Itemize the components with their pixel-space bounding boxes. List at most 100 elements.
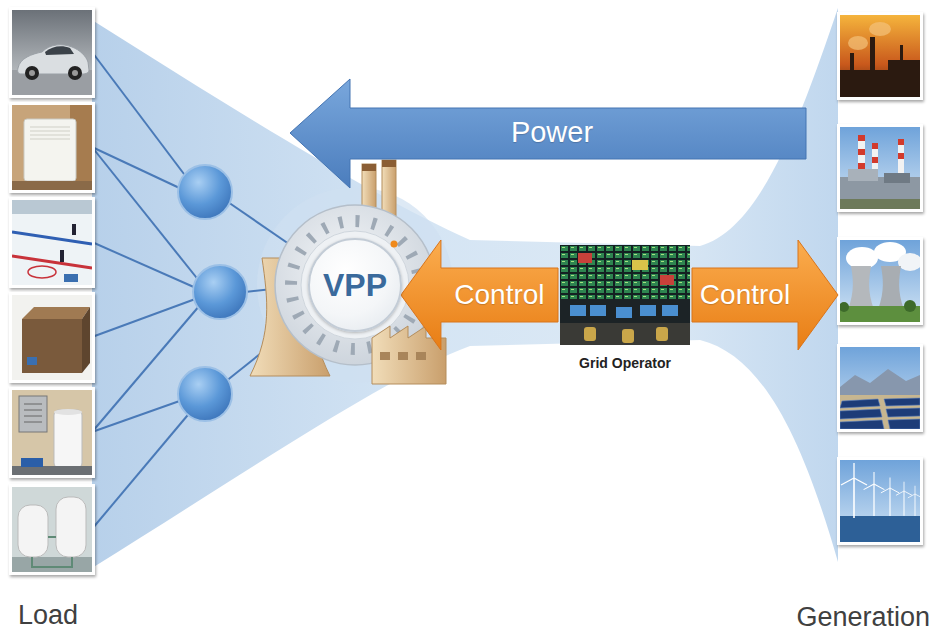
control-room-photo: [662, 305, 678, 316]
edge-label: Control: [454, 279, 544, 311]
power-arrow: [290, 79, 806, 188]
electric-car-photo: [45, 46, 74, 55]
water-heater-photo: [19, 396, 47, 432]
hvac-unit-photo: [27, 357, 37, 365]
group-caption: Generation: [796, 602, 930, 633]
aggregation-wire: [92, 147, 188, 192]
ice-rink-photo: [12, 232, 92, 244]
electric-car-photo: [72, 70, 78, 76]
ice-rink-photo: [12, 200, 92, 285]
aggregation-wire: [92, 242, 196, 288]
hvac-unit-photo: [22, 319, 82, 373]
wind-farm-photo: [840, 460, 920, 542]
flow-fan: [92, 8, 838, 568]
control-room-photo: [656, 327, 668, 341]
load-group: Load: [10, 8, 94, 576]
plant-illustration: [362, 164, 376, 171]
cooling-tower-photo: [840, 240, 920, 322]
power-station-photo: [840, 127, 920, 209]
control-room-photo: [570, 305, 678, 318]
hvac-unit-photo: [22, 307, 90, 319]
cooling-tower-photo: [840, 240, 920, 322]
water-heater-photo: [21, 458, 43, 467]
thermal-storage-photo: [56, 497, 86, 557]
water-heater-photo: [24, 422, 42, 423]
control-room-photo: [622, 329, 634, 343]
power-station-photo: [858, 135, 865, 141]
thermal-storage-photo: [12, 557, 92, 572]
coal-plant-photo: [840, 15, 920, 97]
load-photo-frame: [9, 102, 95, 193]
grid-operator: Grid Operator: [558, 243, 692, 347]
storage-heater-photo: [24, 119, 76, 181]
ice-rink-photo: [12, 200, 92, 214]
load-photo-frame: [9, 7, 95, 575]
control-room-photo: [584, 327, 596, 341]
storage-heater-photo: [12, 105, 92, 190]
image-caption: Grid Operator: [579, 355, 671, 371]
thermal-storage-photo: [12, 487, 92, 572]
water-heater-photo: [12, 466, 92, 475]
solar-farm-photo: [840, 347, 920, 429]
control-room-photo: [584, 327, 668, 343]
generation-group: Generation: [838, 12, 922, 546]
power-station-photo: [848, 169, 878, 181]
solar-farm-photo: [840, 420, 884, 429]
water-heater-photo: [24, 404, 42, 405]
wind-farm-photo: [881, 478, 899, 517]
coal-plant-photo: [869, 22, 891, 36]
plant-illustration: [382, 160, 396, 167]
wind-farm-photo: [908, 486, 920, 516]
thermal-storage-photo: [32, 557, 72, 567]
control-room-photo: [560, 299, 690, 345]
power-station-photo: [858, 163, 865, 169]
storage-heater-photo: [12, 105, 92, 190]
ice-rink-photo: [60, 250, 64, 262]
cooling-tower-photo: [846, 247, 878, 269]
storage-heater-photo: [30, 126, 70, 127]
solar-farm-photo: [884, 398, 920, 406]
control-room-photo: [570, 305, 586, 316]
aggregation-hub: [193, 265, 247, 319]
flow-label: Power: [511, 116, 593, 149]
wind-farm-photo: [841, 463, 867, 518]
generation-photo-frame: [837, 124, 923, 212]
solar-farm-photo: [840, 399, 880, 408]
water-heater-photo: [24, 416, 42, 417]
edge-label: Control: [700, 279, 790, 311]
storage-heater-photo: [30, 127, 70, 139]
aggregation-wire: [92, 305, 200, 432]
water-heater-photo: [12, 390, 92, 475]
wind-farm-photo: [864, 472, 885, 516]
factory-building: [380, 352, 390, 360]
storage-heater-photo: [30, 138, 70, 139]
storage-heater-photo: [30, 134, 70, 135]
vpp-dial-ring: [301, 231, 409, 339]
water-heater-photo: [54, 409, 82, 415]
vpp-dial: VPP: [308, 238, 402, 332]
ice-rink-photo: [12, 200, 92, 285]
group-caption: Load: [18, 600, 78, 631]
solar-farm-photo: [840, 369, 920, 397]
vpp-dial-ring: [391, 241, 398, 248]
cooling-tower-photo: [848, 266, 874, 310]
control-room-photo: [560, 245, 690, 345]
load-photo-frame: [9, 484, 95, 575]
power-station-photo: [872, 143, 878, 149]
coal-plant-photo: [840, 37, 920, 97]
wind-farm-photo: [840, 516, 920, 542]
solar-farm-photo: [886, 408, 920, 417]
power-station-photo: [898, 139, 904, 145]
cooling-tower-photo: [878, 266, 904, 310]
power-station-photo: [898, 153, 904, 159]
wind-farm-photo: [896, 482, 912, 516]
electric-car-photo: [12, 10, 92, 95]
generation-photo-frame: [837, 344, 923, 432]
ice-rink-photo: [12, 256, 92, 268]
electric-car-photo: [25, 66, 39, 80]
control-room-photo: [640, 305, 656, 316]
aggregation-wire: [92, 410, 192, 529]
coal-plant-photo: [840, 15, 920, 97]
control-room-photo: [632, 260, 648, 270]
